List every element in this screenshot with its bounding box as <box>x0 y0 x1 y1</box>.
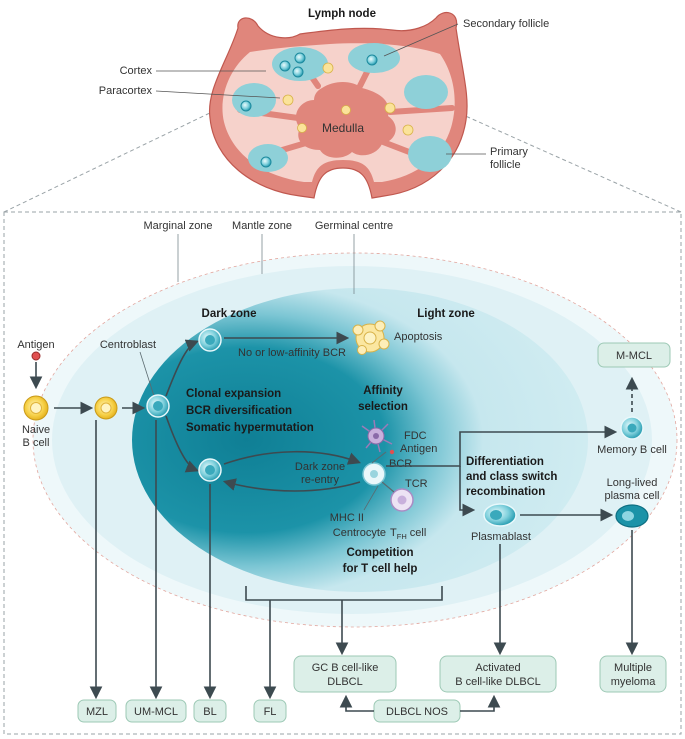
plasma-cell-label-2: plasma cell <box>604 490 659 502</box>
mmcl-label: M-MCL <box>616 350 652 362</box>
nos-to-gcb-arrow <box>339 694 374 712</box>
plasma-cell-label-1: Long-lived <box>607 477 658 489</box>
low-affinity-label: No or low-affinity BCR <box>238 347 346 359</box>
dlbcl-nos-label: DLBCL NOS <box>386 706 448 718</box>
bcr-label: BCR <box>389 458 412 470</box>
tcr-mhc-connector <box>381 481 395 493</box>
primary-follicle-label-2: follicle <box>490 159 521 171</box>
fl-label: FL <box>264 706 277 718</box>
fl-box <box>253 699 287 723</box>
mantle-zone-label: Mantle zone <box>232 220 292 232</box>
gcb-dlbcl-label-1: GC B cell-like <box>312 662 379 674</box>
ummcl-label: UM-MCL <box>134 706 178 718</box>
to-memory-arrow <box>386 425 618 467</box>
lymph-node-illustration <box>208 11 468 199</box>
mzl-box <box>77 699 117 723</box>
memory-b-cell-label: Memory B cell <box>597 444 667 456</box>
light-zone-bracket <box>245 586 443 601</box>
dark-zone-label: Dark zone <box>202 308 257 320</box>
lymph-node-title: Lymph node <box>308 8 376 20</box>
apoptosis-label: Apoptosis <box>394 331 443 343</box>
myeloma-label-2: myeloma <box>611 676 657 688</box>
primary-follicle-label-1: Primary <box>490 146 528 158</box>
clonal-expansion-label: Clonal expansion <box>186 388 281 400</box>
to-light-zone-arrow <box>223 450 362 465</box>
cortex-label: Cortex <box>120 65 153 77</box>
zoom-line-right <box>451 109 682 213</box>
competition-label-1: Competition <box>346 547 413 559</box>
detail-frame <box>3 211 682 735</box>
somatic-hypermutation-label: Somatic hypermutation <box>186 422 314 434</box>
mhc-label: MHC II <box>330 512 364 524</box>
fdc-antigen-label: Antigen <box>400 443 437 455</box>
myeloma-label-1: Multiple <box>614 662 652 674</box>
bcr-connector <box>371 451 387 464</box>
tcr-label: TCR <box>405 478 428 490</box>
fdc-label: FDC <box>404 430 427 442</box>
medulla-label: Medulla <box>322 121 364 135</box>
competition-label-2: for T cell help <box>343 563 418 575</box>
to-dark-zone-bottom-arrow <box>165 415 199 473</box>
germinal-centre-label: Germinal centre <box>315 220 393 232</box>
centrocyte-label: Centrocyte <box>333 527 386 539</box>
affinity-label-1: Affinity <box>363 385 403 397</box>
mmcl-box <box>597 342 671 368</box>
gcb-dlbcl-label-2: DLBCL <box>327 676 362 688</box>
zoom-line-left <box>3 109 217 213</box>
to-dark-zone-top-arrow <box>165 339 199 397</box>
naive-label-2: B cell <box>23 437 50 449</box>
gcb-dlbcl-box <box>293 655 397 693</box>
abc-dlbcl-label-1: Activated <box>475 662 520 674</box>
naive-label-1: Naive <box>22 424 50 436</box>
myeloma-box <box>599 655 667 693</box>
mzl-label: MZL <box>86 706 108 718</box>
antigen-dot <box>31 351 41 361</box>
paracortex-leader <box>155 90 281 99</box>
affinity-label-2: selection <box>358 401 408 413</box>
secondary-follicle-label: Secondary follicle <box>463 18 549 30</box>
centroblast-leader <box>139 351 155 397</box>
reentry-arrow <box>222 478 361 492</box>
tfh-label: TFH cell <box>390 527 426 541</box>
bl-box <box>193 699 227 723</box>
fdc-cell <box>361 419 393 453</box>
to-plasmablast-arrow <box>459 466 476 517</box>
differentiation-label-1: Differentiation <box>466 456 544 468</box>
marginal-zone-label: Marginal zone <box>143 220 212 232</box>
mhc-leader <box>363 485 379 511</box>
centroblast-label: Centroblast <box>100 339 156 351</box>
paracortex-label: Paracortex <box>99 85 153 97</box>
differentiation-label-3: recombination <box>466 486 545 498</box>
differentiation-label-2: and class switch <box>466 471 557 483</box>
reentry-label-2: re-entry <box>301 474 339 486</box>
light-zone-label: Light zone <box>417 308 475 320</box>
nos-to-abc-arrow <box>460 694 501 712</box>
secondary-follicle-leader <box>383 23 459 57</box>
antigen-on-fdc <box>389 449 395 455</box>
reentry-label-1: Dark zone <box>295 461 345 473</box>
ummcl-box <box>125 699 187 723</box>
abc-dlbcl-box <box>439 655 557 693</box>
bcr-diversification-label: BCR diversification <box>186 405 292 417</box>
plasmablast-label: Plasmablast <box>471 531 531 543</box>
antigen-label: Antigen <box>17 339 54 351</box>
apoptosis-cell <box>352 320 390 355</box>
abc-dlbcl-label-2: B cell-like DLBCL <box>455 676 541 688</box>
bl-label: BL <box>203 706 216 718</box>
